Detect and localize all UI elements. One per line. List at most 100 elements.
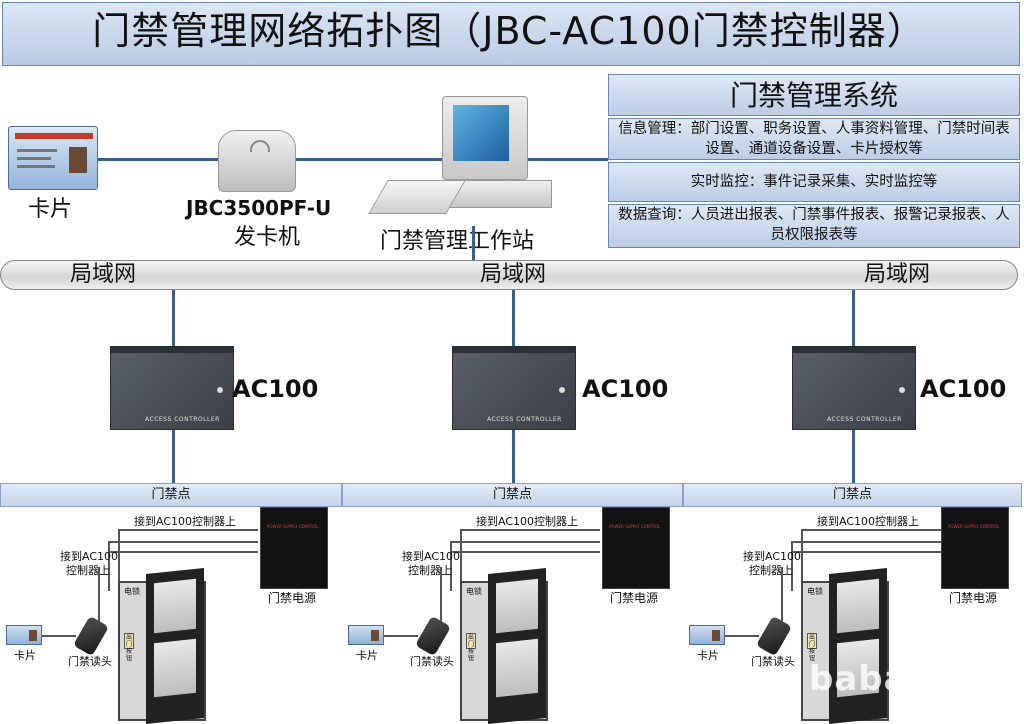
id-card-image xyxy=(8,126,98,190)
wire xyxy=(460,529,462,591)
lan-controller-link xyxy=(852,290,855,346)
card-text-line xyxy=(17,149,57,152)
workstation-label: 门禁管理工作站 xyxy=(380,229,535,254)
exit-button-icon: 出门按钮 xyxy=(466,633,476,662)
card-reader xyxy=(414,615,452,657)
card-image xyxy=(348,625,384,645)
system-data-query: 数据查询：人员进出报表、门禁事件报表、报警记录报表、人员权限报表等 xyxy=(608,204,1020,248)
card-image xyxy=(6,625,42,645)
controller-label: AC100 xyxy=(582,375,669,403)
access-point-bar: 门禁点 xyxy=(683,483,1022,507)
controller-top xyxy=(793,347,915,353)
card-issuer-image xyxy=(218,120,296,194)
lock-label: 电锁 xyxy=(466,587,482,596)
wire xyxy=(791,541,793,591)
lan-label-right: 局域网 xyxy=(864,262,931,287)
wire xyxy=(118,529,258,531)
controller-plate: ACCESS CONTROLLER xyxy=(487,416,562,423)
controller-lock-icon xyxy=(559,387,565,393)
access-point-bar: 门禁点 xyxy=(0,483,342,507)
title-bar xyxy=(2,2,1020,66)
issuer-name-label: 发卡机 xyxy=(234,225,301,250)
access-controller: ACCESS CONTROLLER xyxy=(792,346,916,430)
door-glass xyxy=(154,578,196,634)
reader-label: 门禁读头 xyxy=(751,655,795,668)
psu-plate: POWER SUPPLY CONTROL xyxy=(948,524,1000,529)
door-leaf xyxy=(146,567,204,724)
system-title: 门禁管理系统 xyxy=(608,74,1020,116)
reader-label: 门禁读头 xyxy=(410,655,454,668)
door-glass xyxy=(837,578,879,634)
top-link-line xyxy=(98,158,608,161)
controller-label: AC100 xyxy=(232,375,319,403)
card-label: 卡片 xyxy=(697,649,719,662)
card-text-line xyxy=(17,157,51,160)
psu-plate: POWER SUPPLY CONTROL xyxy=(267,524,319,529)
psu-label: 门禁电源 xyxy=(610,591,659,605)
lan-controller-link xyxy=(512,290,515,346)
wire xyxy=(725,635,759,637)
controller-top xyxy=(111,347,233,353)
controller-site-link xyxy=(852,430,855,483)
controller-lock-icon xyxy=(899,387,905,393)
wire xyxy=(108,551,258,553)
controller-plate: ACCESS CONTROLLER xyxy=(145,416,220,423)
wire xyxy=(118,529,120,591)
access-controller: ACCESS CONTROLLER xyxy=(452,346,576,430)
connect-top-label: 接到AC100控制器上 xyxy=(817,515,920,528)
controller-site-link xyxy=(172,430,175,483)
controller-top xyxy=(453,347,575,353)
psu-plate: POWER SUPPLY CONTROL xyxy=(609,524,661,529)
wire xyxy=(440,567,442,623)
wire xyxy=(801,529,803,591)
power-supply: POWER SUPPLY CONTROL xyxy=(602,507,670,589)
wire xyxy=(801,529,941,531)
lan-label-middle: 局域网 xyxy=(480,262,547,287)
card-reader xyxy=(72,615,110,657)
door-glass xyxy=(496,578,538,634)
card-label: 卡片 xyxy=(28,197,73,222)
power-supply: POWER SUPPLY CONTROL xyxy=(941,507,1009,589)
wire xyxy=(108,541,258,543)
connect-side-label: 接到AC100 xyxy=(60,550,119,563)
lock-label: 电锁 xyxy=(124,587,140,596)
exit-button-icon: 出门按钮 xyxy=(124,633,134,662)
connect-top-label: 接到AC100控制器上 xyxy=(476,515,579,528)
watermark: baba xyxy=(809,659,908,699)
rfid-wave-icon xyxy=(250,140,270,152)
monitor-screen xyxy=(453,105,509,161)
system-info-management: 信息管理：部门设置、职务设置、人事资料管理、门禁时间表设置、通道设备设置、卡片授… xyxy=(608,118,1020,160)
door-leaf xyxy=(829,567,887,724)
controller-plate: ACCESS CONTROLLER xyxy=(827,416,902,423)
issuer-model-label: JBC3500PF-U xyxy=(186,196,332,220)
card-label: 卡片 xyxy=(14,649,36,662)
wire xyxy=(791,541,941,543)
connect-side-label: 控制器上 xyxy=(749,564,793,577)
psu-label: 门禁电源 xyxy=(949,591,998,605)
monitor xyxy=(442,96,528,180)
card-text-line xyxy=(17,165,55,168)
access-point-bar: 门禁点 xyxy=(342,483,683,507)
wire xyxy=(791,551,941,553)
access-controller: ACCESS CONTROLLER xyxy=(110,346,234,430)
controller-label: AC100 xyxy=(920,375,1007,403)
power-supply: POWER SUPPLY CONTROL xyxy=(260,507,328,589)
wire xyxy=(450,541,600,543)
connect-side-label: 控制器上 xyxy=(66,564,110,577)
wire xyxy=(108,541,110,591)
wire xyxy=(42,635,76,637)
wire xyxy=(450,551,600,553)
door-leaf xyxy=(488,567,546,724)
lan-controller-link xyxy=(172,290,175,346)
diagram-title: 门禁管理网络拓扑图（JBC-AC100门禁控制器） xyxy=(92,9,926,53)
access-point-site: 接到AC100控制器上 接到AC100 控制器上 POWER SUPPLY CO… xyxy=(683,507,1022,724)
controller-site-link xyxy=(512,430,515,483)
workstation-image xyxy=(368,96,554,226)
access-point-site: 接到AC100控制器上 接到AC100 控制器上 POWER SUPPLY CO… xyxy=(0,507,342,724)
card-photo xyxy=(371,630,379,641)
system-realtime-monitoring: 实时监控：事件记录采集、实时监控等 xyxy=(608,162,1020,202)
card-label: 卡片 xyxy=(356,649,378,662)
lan-label-left: 局域网 xyxy=(70,262,137,287)
lan-bus xyxy=(0,260,1018,290)
keyboard xyxy=(368,180,466,214)
